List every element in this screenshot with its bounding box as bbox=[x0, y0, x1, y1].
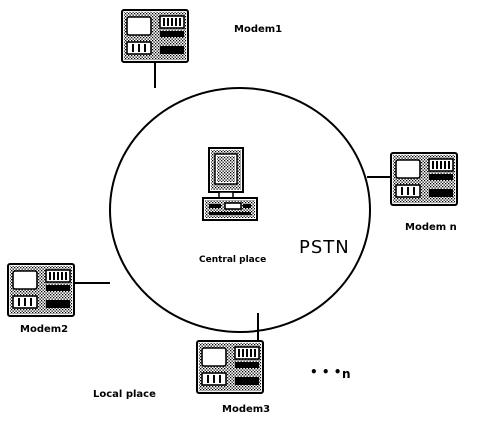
modem3-label: Modem3 bbox=[222, 404, 270, 415]
modem1-icon bbox=[122, 10, 188, 62]
pstn-label: PSTN bbox=[299, 237, 350, 258]
central-place-label: Central place bbox=[199, 255, 266, 265]
ellipsis-dots: • • • bbox=[310, 365, 341, 379]
modem3-icon bbox=[197, 341, 263, 393]
modemN-icon bbox=[391, 153, 457, 205]
modem1-label: Modem1 bbox=[234, 24, 282, 35]
modem2-icon bbox=[8, 264, 74, 316]
modem2-label: Modem2 bbox=[20, 324, 68, 335]
local-place-label: Local place bbox=[93, 389, 156, 400]
ellipsis-n-label: n bbox=[342, 367, 351, 381]
modemN-label: Modem n bbox=[405, 222, 457, 233]
computer-icon bbox=[203, 148, 257, 220]
